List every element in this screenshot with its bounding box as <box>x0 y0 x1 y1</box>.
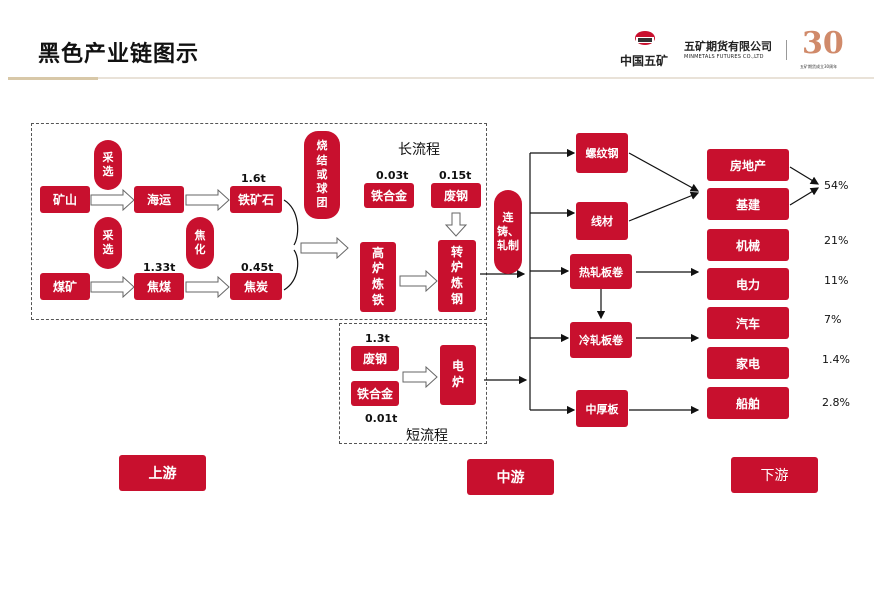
header-accent <box>8 77 98 80</box>
product-wire-rod: 线材 <box>576 202 628 240</box>
qty-scrap-long: 0.15t <box>439 169 472 182</box>
node-converter: 转炉炼钢 <box>438 240 476 312</box>
process-casting-rolling: 连铸、轧制 <box>494 190 522 274</box>
node-eaf: 电炉 <box>440 345 476 405</box>
anniversary-logo: 30 五矿期货成立30周年 <box>800 26 848 72</box>
stage-upstream: 上游 <box>119 455 206 491</box>
sector-appliance: 家电 <box>707 347 789 379</box>
stage-downstream: 下游 <box>731 457 818 493</box>
pct-shipbuilding: 2.8% <box>822 396 850 409</box>
process-sinter: 烧结或球团 <box>304 131 340 219</box>
node-mine: 矿山 <box>40 186 90 213</box>
sector-auto: 汽车 <box>707 307 789 339</box>
company-logo: 五矿期货有限公司 MINMETALS FUTURES CO.,LTD <box>684 38 772 60</box>
node-blast-furnace: 高炉炼铁 <box>360 242 396 312</box>
hollow-arrow <box>300 236 349 260</box>
qty-coking-coal: 1.33t <box>143 261 176 274</box>
hollow-arrow <box>185 275 230 299</box>
hollow-arrow <box>90 188 135 212</box>
node-shipping: 海运 <box>134 186 184 213</box>
upstream-long-region <box>31 123 487 320</box>
sector-real-estate: 房地产 <box>707 149 789 181</box>
minmetals-logo: 中国五矿 <box>620 28 670 68</box>
short-process-title: 短流程 <box>406 428 448 444</box>
qty-iron-ore: 1.6t <box>241 172 266 185</box>
node-iron-ore: 铁矿石 <box>230 186 282 213</box>
stage-midstream: 中游 <box>467 459 554 495</box>
pct-appliance: 1.4% <box>822 353 850 366</box>
header-divider <box>8 77 874 79</box>
pct-power: 11% <box>824 274 849 287</box>
node-coke: 焦炭 <box>230 273 282 300</box>
product-plate: 中厚板 <box>576 390 628 427</box>
hollow-arrow <box>444 212 468 237</box>
process-coking: 焦化 <box>186 217 214 269</box>
anniv-sub: 五矿期货成立30周年 <box>800 64 838 69</box>
node-scrap-long: 废钢 <box>431 183 481 208</box>
sector-infrastructure: 基建 <box>707 188 789 220</box>
qty-ferroalloy-long: 0.03t <box>376 169 409 182</box>
company-en: MINMETALS FUTURES CO.,LTD <box>684 54 764 60</box>
qty-scrap-short: 1.3t <box>365 332 390 345</box>
product-hot-rolled: 热轧板卷 <box>570 254 632 289</box>
node-scrap-short: 废钢 <box>351 346 399 371</box>
process-mining-1: 采选 <box>94 140 122 190</box>
pct-machinery: 21% <box>824 234 849 247</box>
hollow-arrow <box>399 269 438 293</box>
pct-auto: 7% <box>824 313 842 326</box>
sector-machinery: 机械 <box>707 229 789 261</box>
qty-ferroalloy-short: 0.01t <box>365 412 398 425</box>
brand-cn: 中国五矿 <box>620 54 669 68</box>
hollow-arrow <box>185 188 230 212</box>
node-coal-mine: 煤矿 <box>40 273 90 300</box>
hollow-arrow <box>90 275 135 299</box>
qty-coke: 0.45t <box>241 261 274 274</box>
product-rebar: 螺纹钢 <box>576 133 628 173</box>
sector-power: 电力 <box>707 268 789 300</box>
product-cold-rolled: 冷轧板卷 <box>570 322 632 358</box>
page-title: 黑色产业链图示 <box>38 42 200 67</box>
short-process-region <box>339 323 487 444</box>
hollow-arrow <box>402 365 438 389</box>
node-ferroalloy-long: 铁合金 <box>364 183 414 208</box>
pct-combined: 54% <box>824 179 849 192</box>
minmetals-emblem-icon <box>635 31 655 45</box>
node-coking-coal: 焦煤 <box>134 273 184 300</box>
process-mining-2: 采选 <box>94 217 122 269</box>
node-ferroalloy-short: 铁合金 <box>351 381 399 406</box>
company-cn: 五矿期货有限公司 <box>684 40 772 53</box>
anniv-number: 30 <box>802 26 844 61</box>
long-process-title: 长流程 <box>398 142 440 158</box>
logo-divider <box>786 40 787 60</box>
sector-shipbuilding: 船舶 <box>707 387 789 419</box>
